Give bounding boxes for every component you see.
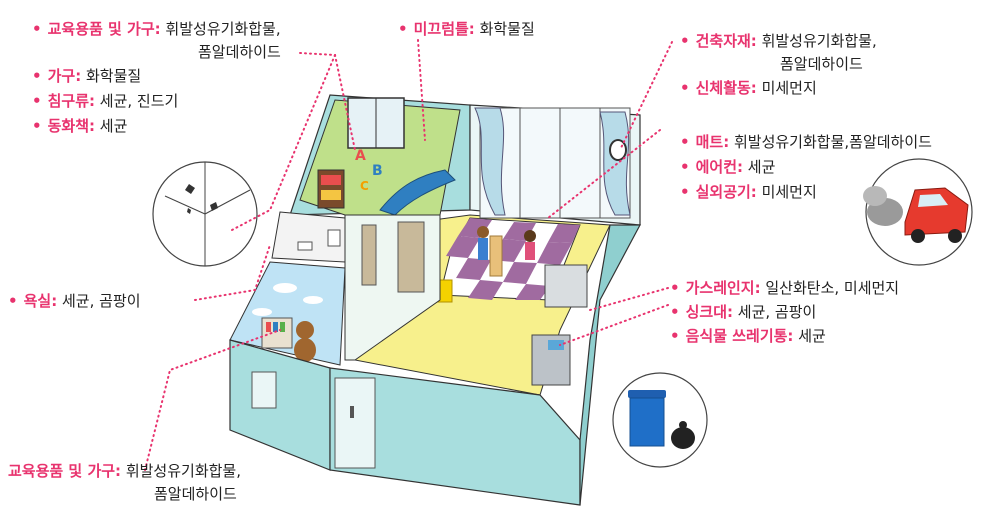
label-value-cont: 폼알데하이드 bbox=[198, 43, 281, 61]
label-key: 교육용품 및 가구: bbox=[47, 20, 161, 38]
label-key: 침구류: bbox=[47, 92, 95, 110]
label-building-materials: •건축자재: 휘발성유기화합물, 폼알데하이드 bbox=[680, 30, 877, 76]
label-key: 건축자재: bbox=[695, 32, 757, 50]
inset-car-exhaust bbox=[863, 158, 973, 266]
label-education-supplies-top: •교육용품 및 가구: 휘발성유기화합물, 폼알데하이드 bbox=[32, 18, 281, 64]
bathroom-floor bbox=[271, 211, 346, 263]
label-air-conditioner: •에어컨: 세균 bbox=[680, 158, 776, 176]
label-key: 싱크대: bbox=[685, 303, 733, 321]
label-physical-activity: •신체활동: 미세먼지 bbox=[680, 79, 817, 97]
label-key: 신체활동: bbox=[695, 79, 757, 97]
label-value: 미세먼지 bbox=[761, 79, 817, 97]
label-key: 교육용품 및 가구: bbox=[8, 462, 122, 480]
label-outdoor-air: •실외공기: 미세먼지 bbox=[680, 183, 817, 201]
label-key: 매트: bbox=[695, 133, 730, 151]
label-value: 휘발성유기화합물, bbox=[125, 462, 241, 480]
label-bedding: •침구류: 세균, 진드기 bbox=[32, 92, 179, 110]
label-key: 음식물 쓰레기통: bbox=[685, 327, 794, 345]
label-value-cont: 폼알데하이드 bbox=[154, 485, 237, 503]
label-value: 세균 bbox=[99, 117, 128, 135]
label-key: 가스레인지: bbox=[685, 279, 761, 297]
label-slide: •미끄럼틀: 화학물질 bbox=[398, 20, 535, 38]
label-gas-range: •가스레인지: 일산화탄소, 미세먼지 bbox=[670, 279, 900, 297]
child-left bbox=[477, 226, 489, 238]
label-value: 화학물질 bbox=[85, 67, 142, 85]
toy-letter-b: B bbox=[372, 163, 383, 179]
label-value: 휘발성유기화합물, bbox=[761, 32, 877, 50]
label-value-cont: 폼알데하이드 bbox=[780, 55, 863, 73]
toilet bbox=[327, 229, 341, 247]
label-key: 동화책: bbox=[47, 117, 95, 135]
label-furniture: •가구: 화학물질 bbox=[32, 67, 142, 85]
air-conditioner bbox=[609, 139, 627, 161]
label-key: 미끄럼틀: bbox=[413, 20, 475, 38]
label-value: 화학물질 bbox=[479, 20, 535, 38]
right-side-wall bbox=[579, 224, 641, 506]
slide bbox=[379, 169, 456, 216]
teddy-bear bbox=[296, 321, 314, 339]
interior-door bbox=[397, 221, 425, 293]
child-right bbox=[524, 230, 536, 242]
label-value: 휘발성유기화합물,폼알데하이드 bbox=[733, 133, 932, 151]
label-value: 세균, 곰팡이 bbox=[737, 303, 817, 321]
inset-trash-can bbox=[612, 372, 708, 468]
label-value: 세균 bbox=[747, 158, 776, 176]
toy-letter-c: C bbox=[360, 179, 369, 193]
label-sink: •싱크대: 세균, 곰팡이 bbox=[670, 303, 817, 321]
inset-corner-mold bbox=[152, 161, 258, 267]
kitchen-counter bbox=[544, 264, 588, 308]
label-storybooks: •동화책: 세균 bbox=[32, 117, 128, 135]
label-key: 가구: bbox=[47, 67, 82, 85]
label-value: 세균, 곰팡이 bbox=[61, 292, 141, 310]
nap-room-floor bbox=[229, 261, 346, 366]
label-food-waste-bin: •음식물 쓰레기통: 세균 bbox=[670, 327, 826, 345]
label-education-supplies-bottom: 교육용품 및 가구: 휘발성유기화합물, 폼알데하이드 bbox=[8, 460, 241, 506]
glass-doors bbox=[474, 107, 631, 219]
label-key: 에어컨: bbox=[695, 158, 743, 176]
label-value: 미세먼지 bbox=[761, 183, 817, 201]
toy-blocks bbox=[489, 235, 503, 277]
label-bathroom: •욕실: 세균, 곰팡이 bbox=[8, 292, 141, 310]
label-value: 일산화탄소, 미세먼지 bbox=[765, 279, 900, 297]
sink bbox=[297, 241, 313, 251]
front-door bbox=[334, 377, 376, 469]
label-value: 세균 bbox=[798, 327, 826, 345]
toy-letter-a: A bbox=[355, 148, 366, 164]
bathroom-door bbox=[361, 224, 377, 286]
label-key: 욕실: bbox=[23, 292, 58, 310]
label-value: 휘발성유기화합물, bbox=[165, 20, 281, 38]
label-mat: •매트: 휘발성유기화합물,폼알데하이드 bbox=[680, 133, 932, 151]
label-value: 세균, 진드기 bbox=[99, 92, 179, 110]
label-key: 실외공기: bbox=[695, 183, 757, 201]
